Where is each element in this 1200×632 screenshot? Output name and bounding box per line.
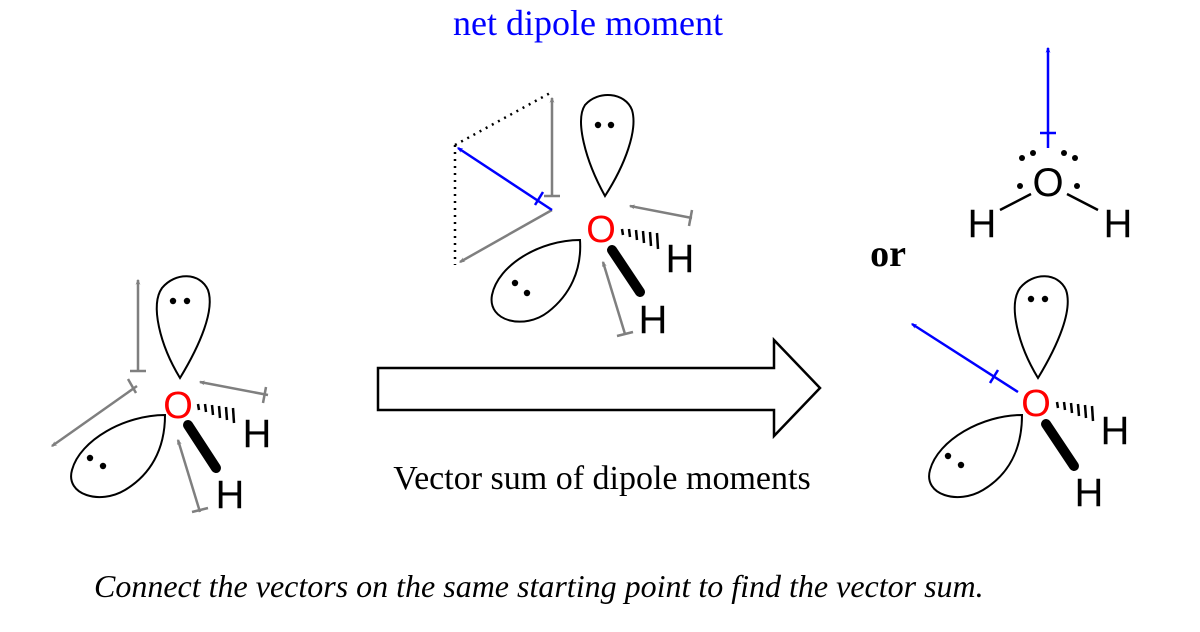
vector-sum-caption: Vector sum of dipole moments [393, 460, 810, 497]
oxygen-atom: O [586, 209, 616, 251]
or-label: or [870, 233, 906, 275]
hashed-bond [620, 228, 660, 250]
bond-dipole-arrows [51, 278, 269, 514]
hydrogen-atom: H [1101, 409, 1130, 453]
hydrogen-atom: H [666, 237, 695, 281]
hydrogen-atom: H [216, 473, 245, 517]
hydrogen-atom: H [1104, 202, 1133, 246]
planar-water-molecule: O H H [968, 46, 1133, 246]
lone-pair-lobe [490, 238, 582, 323]
lone-pair-lobe [928, 413, 1024, 499]
oxygen-atom: O [163, 385, 193, 427]
vector-parallelogram [453, 90, 553, 265]
middle-molecule: O H H [453, 90, 695, 342]
oxygen-atom: O [1021, 383, 1051, 425]
hydrogen-atom: H [968, 202, 997, 246]
reaction-arrow [376, 336, 822, 440]
lone-pair-lobe [1013, 275, 1069, 380]
net-dipole-arrow [456, 146, 553, 212]
hydrogen-atom: H [1075, 471, 1104, 515]
oxygen-atom: O [1032, 161, 1063, 205]
net-dipole-arrow [910, 322, 1019, 394]
hashed-bond [1055, 401, 1095, 422]
left-molecule: O H H [51, 275, 272, 517]
hashed-bond [196, 403, 236, 424]
lone-pair-lobe [70, 413, 167, 499]
hydrogen-atom: H [639, 298, 668, 342]
lone-pair-lobe [580, 93, 635, 198]
net-dipole-label: net dipole moment [453, 3, 723, 43]
bottom-caption: Connect the vectors on the same starting… [94, 568, 984, 604]
bond-dipole-arrows [458, 96, 694, 338]
tetrahedral-water-molecule: O H H [910, 275, 1130, 515]
wedge-bond [183, 420, 221, 473]
wedge-bond [607, 245, 645, 297]
net-dipole-arrow [1040, 46, 1056, 148]
hydrogen-atom: H [243, 412, 272, 456]
wedge-bond [1041, 419, 1079, 471]
lone-pair-lobe [155, 275, 211, 380]
